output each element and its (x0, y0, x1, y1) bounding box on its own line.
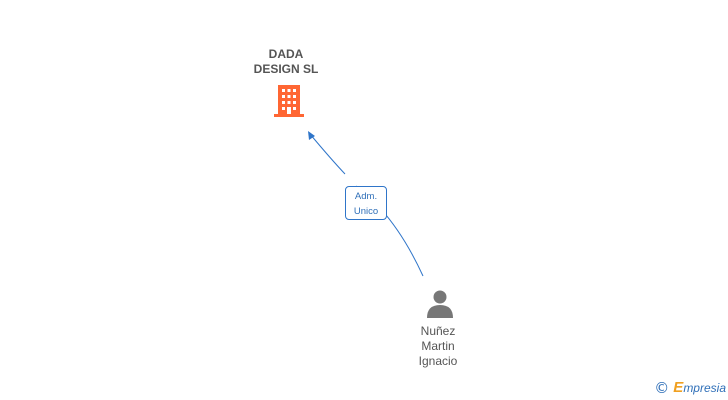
copyright-icon: © (654, 379, 670, 397)
person-name-line-3: Ignacio (418, 354, 458, 368)
footer-brand[interactable]: © Empresia (654, 379, 726, 397)
company-name-line-2: DESIGN SL (253, 62, 319, 76)
relationship-label-line-2: Unico (353, 206, 379, 217)
relationship-label-line-1: Adm. (354, 191, 378, 202)
brand-initial: E (673, 379, 684, 396)
person-name-line-1: Nuñez (420, 324, 456, 338)
person-name[interactable]: Nuñez Martin Ignacio (398, 324, 478, 369)
company-name-line-1: DADA (268, 47, 304, 61)
arrowhead-icon (308, 131, 315, 140)
person-icon[interactable] (427, 290, 453, 319)
person-name-line-2: Martin (421, 339, 455, 353)
company-name[interactable]: DADA DESIGN SL (236, 47, 336, 77)
brand-rest: mpresia (683, 381, 726, 395)
relationship-label: Adm. Unico (345, 186, 387, 220)
brand-logo: Empresia (673, 379, 726, 397)
